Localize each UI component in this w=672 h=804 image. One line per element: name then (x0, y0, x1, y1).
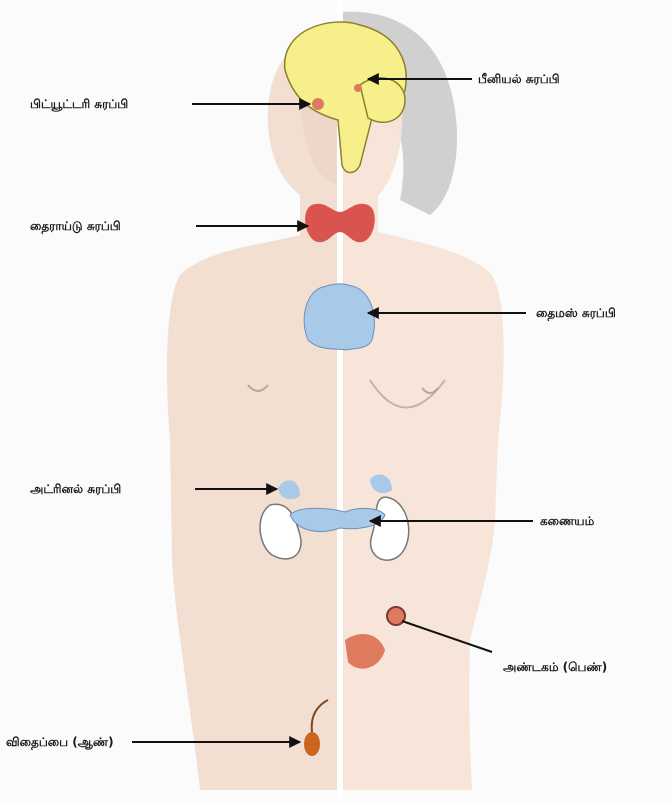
thymus-gland (304, 284, 374, 350)
testis-label: விதைப்பை (ஆண்) (6, 735, 114, 749)
pituitary-label: பிட்யூட்டரி சுரப்பி (30, 97, 128, 111)
thyroid-label: தைராய்டு சுரப்பி (30, 219, 121, 233)
testis (304, 732, 320, 756)
cerebellum (360, 78, 405, 123)
ovary (387, 607, 405, 625)
pineal-gland (354, 84, 362, 92)
adrenal-label: அட்ரினல் சுரப்பி (30, 482, 121, 496)
thymus-label: தைமஸ் சுரப்பி (536, 306, 616, 320)
pancreas-label: கணையம் (540, 514, 594, 528)
pituitary-gland (312, 98, 324, 110)
pineal-label: பீனியல் சுரப்பி (478, 72, 560, 86)
ovary-label: அண்டகம் (பெண்) (503, 660, 607, 674)
